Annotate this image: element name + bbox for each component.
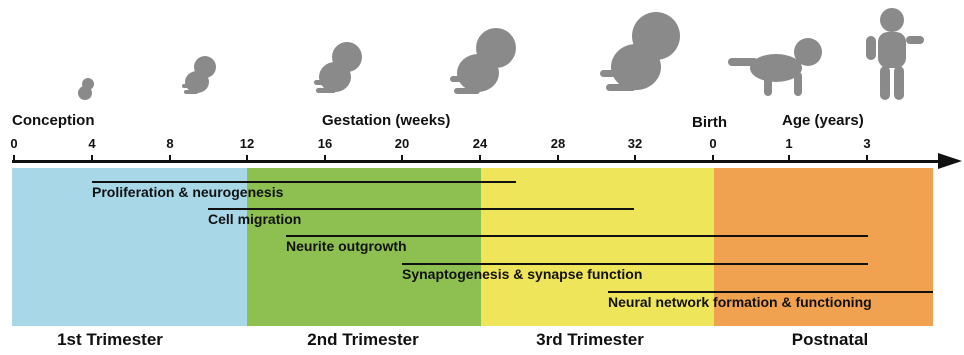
late-fetus-icon (440, 26, 520, 102)
fetus-icon (306, 40, 366, 100)
age-tick-label: 0 (709, 136, 716, 151)
conception-label: Conception (12, 112, 95, 129)
timeline-arrow-icon (938, 153, 962, 169)
axis-tick (866, 155, 868, 163)
phase-label-1st-trimester: 1st Trimester (57, 330, 163, 350)
gestation-tick-label: 24 (473, 136, 487, 151)
process-line (608, 291, 933, 293)
gestation-tick-label: 0 (10, 136, 17, 151)
age-label: Age (years) (782, 112, 864, 129)
axis-tick (788, 155, 790, 163)
process-line (208, 208, 634, 210)
phase-label-postnatal: Postnatal (792, 330, 869, 350)
process-line (402, 263, 868, 265)
term-fetus-icon (590, 10, 686, 102)
process-label: Neurite outgrowth (286, 238, 407, 254)
gestation-label: Gestation (weeks) (322, 112, 450, 129)
axis-tick (324, 155, 326, 163)
process-line (286, 235, 868, 237)
embryo-icon (74, 76, 98, 102)
gestation-tick-label: 8 (166, 136, 173, 151)
process-line (92, 181, 516, 183)
process-label: Proliferation & neurogenesis (92, 184, 283, 200)
axis-tick (634, 155, 636, 163)
process-label: Synaptogenesis & synapse function (402, 266, 642, 282)
axis-tick (169, 155, 171, 163)
axis-tick (712, 155, 714, 163)
axis-tick (479, 155, 481, 163)
gestation-tick-label: 16 (318, 136, 332, 151)
axis-tick (557, 155, 559, 163)
phase-label-2nd-trimester: 2nd Trimester (307, 330, 419, 350)
timeline-axis (12, 160, 940, 163)
age-tick-label: 1 (785, 136, 792, 151)
process-label: Cell migration (208, 211, 301, 227)
gestation-tick-label: 32 (628, 136, 642, 151)
axis-tick (13, 155, 15, 163)
axis-tick (246, 155, 248, 163)
phase-label-3rd-trimester: 3rd Trimester (536, 330, 644, 350)
gestation-tick-label: 12 (240, 136, 254, 151)
axis-tick (91, 155, 93, 163)
axis-tick (401, 155, 403, 163)
crawling-baby-icon (724, 36, 830, 100)
toddler-icon (860, 6, 930, 102)
age-tick-label: 3 (863, 136, 870, 151)
gestation-tick-label: 28 (551, 136, 565, 151)
early-fetus-icon (176, 54, 220, 98)
gestation-tick-label: 4 (88, 136, 95, 151)
process-label: Neural network formation & functioning (608, 294, 872, 310)
gestation-tick-label: 20 (395, 136, 409, 151)
birth-label: Birth (692, 114, 727, 131)
